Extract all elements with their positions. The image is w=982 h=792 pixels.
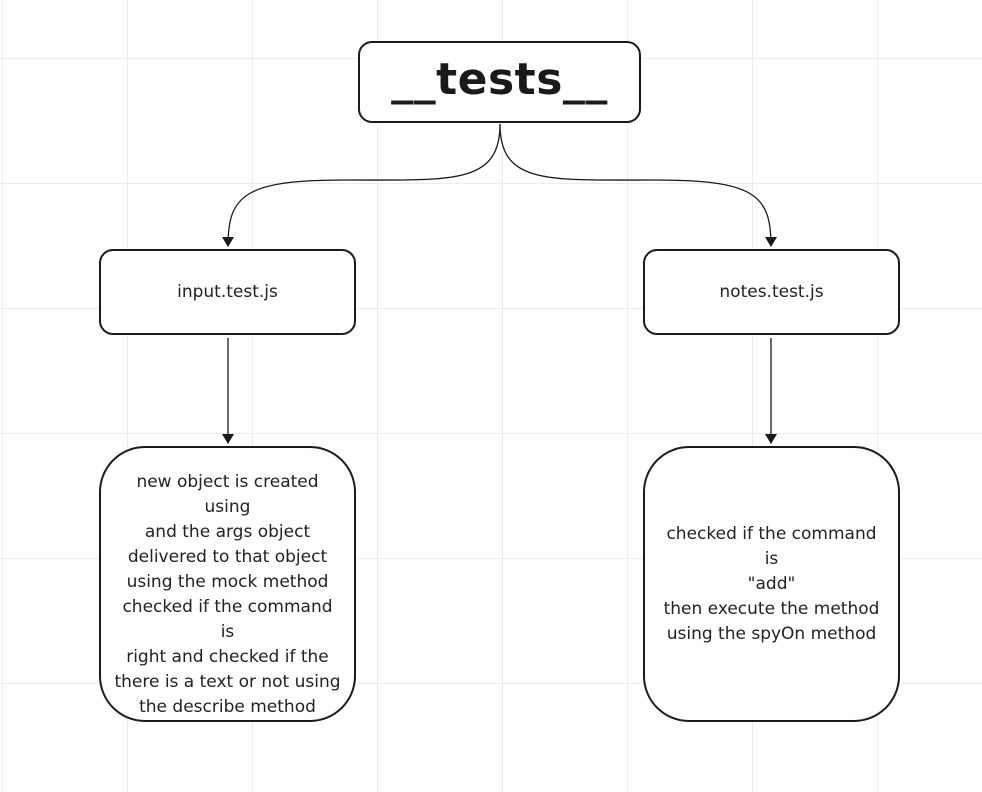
notes-test-description-text: checked if the command is "add" then exe… [663, 523, 880, 644]
connector-root-to-notes [499, 123, 777, 247]
node-notes-test-label: notes.test.js [719, 282, 824, 302]
node-notes-test-file[interactable]: notes.test.js [643, 249, 900, 335]
node-input-test-label: input.test.js [177, 282, 278, 302]
input-test-description-text: new object is created using and the args… [114, 472, 341, 717]
node-input-test-description[interactable]: new object is created using and the args… [99, 446, 356, 722]
node-notes-test-description[interactable]: checked if the command is "add" then exe… [643, 446, 900, 722]
root-node-label: __tests__ [391, 53, 608, 105]
connector-root-to-input [222, 123, 501, 247]
root-node-tests[interactable]: __tests__ [358, 41, 641, 123]
node-input-test-file[interactable]: input.test.js [99, 249, 356, 335]
